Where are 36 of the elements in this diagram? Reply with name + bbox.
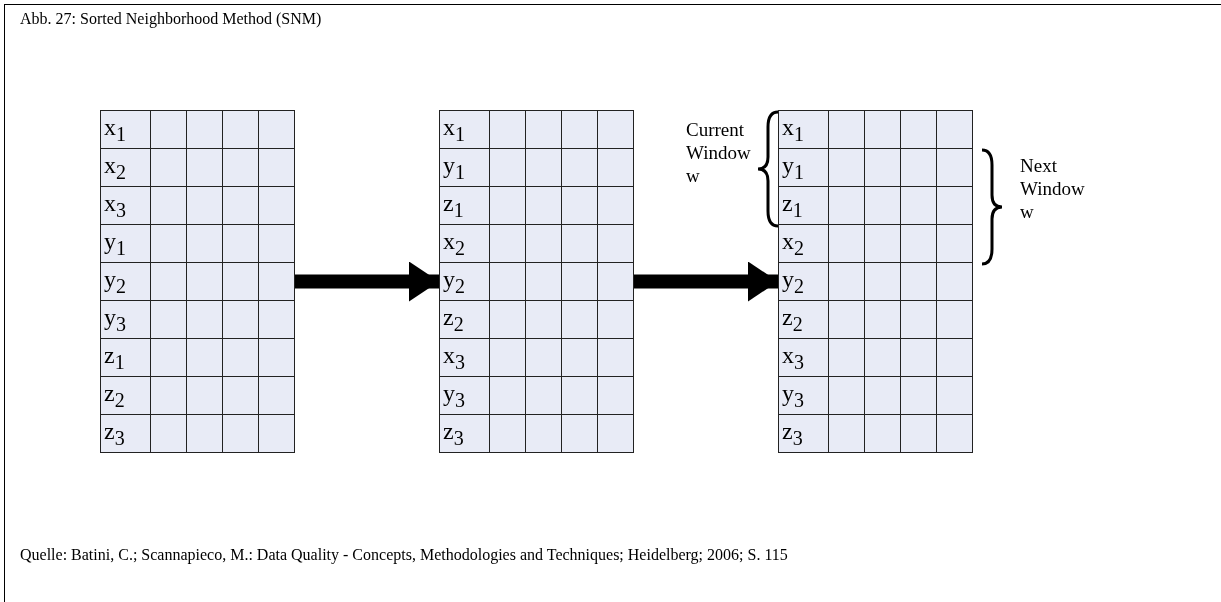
table-cell: z$_{2}$ xyxy=(100,376,151,415)
table-cell: z$_{3}$ xyxy=(439,414,490,453)
figure-title: Abb. 27: Sorted Neighborhood Method (SNM) xyxy=(20,10,322,28)
table-cell: z$_{2}$ xyxy=(439,300,490,339)
table-cell: x$_{3}$ xyxy=(439,338,490,377)
table-cell: y$_{3}$ xyxy=(778,376,829,415)
source-note: Quelle: Batini, C.; Scannapieco, M.: Data Quality - Concepts, Methodologies and Techniques; Heidelberg; 2006; S. 115 xyxy=(20,545,789,566)
table-cell: x$_{3}$ xyxy=(778,338,829,377)
window-label: Next Window w xyxy=(1020,154,1086,223)
table-cell: z$_{2}$ xyxy=(778,300,829,339)
arrow xyxy=(295,261,439,302)
table-cell: y$_{2}$ xyxy=(100,262,151,301)
table-cell: y$_{1}$ xyxy=(778,148,829,187)
data-table xyxy=(778,110,973,453)
data-table xyxy=(100,110,295,453)
table-cell: z$_{1}$ xyxy=(778,186,829,225)
table-cell: z$_{1}$ xyxy=(100,338,151,377)
table-cell: y$_{3}$ xyxy=(100,300,151,339)
table-cell: x$_{3}$ xyxy=(100,186,151,225)
table-cell: x$_{1}$ xyxy=(439,110,490,149)
table-cell: x$_{1}$ xyxy=(100,110,151,149)
table-cell: y$_{3}$ xyxy=(439,376,490,415)
table-cell: x$_{2}$ xyxy=(439,224,490,263)
arrow xyxy=(634,261,778,302)
data-table xyxy=(439,110,634,453)
table-cell: y$_{1}$ xyxy=(100,224,151,263)
table-cell: z$_{3}$ xyxy=(100,414,151,453)
table-cell: y$_{2}$ xyxy=(778,262,829,301)
table-cell: z$_{3}$ xyxy=(778,414,829,453)
table-cell: y$_{1}$ xyxy=(439,148,490,187)
table-cell: x$_{2}$ xyxy=(778,224,829,263)
window-label: Current Window w xyxy=(686,118,752,187)
table-cell: y$_{2}$ xyxy=(439,262,490,301)
table-cell: x$_{2}$ xyxy=(100,148,151,187)
table-cell: z$_{1}$ xyxy=(439,186,490,225)
table-cell: x$_{1}$ xyxy=(778,110,829,149)
